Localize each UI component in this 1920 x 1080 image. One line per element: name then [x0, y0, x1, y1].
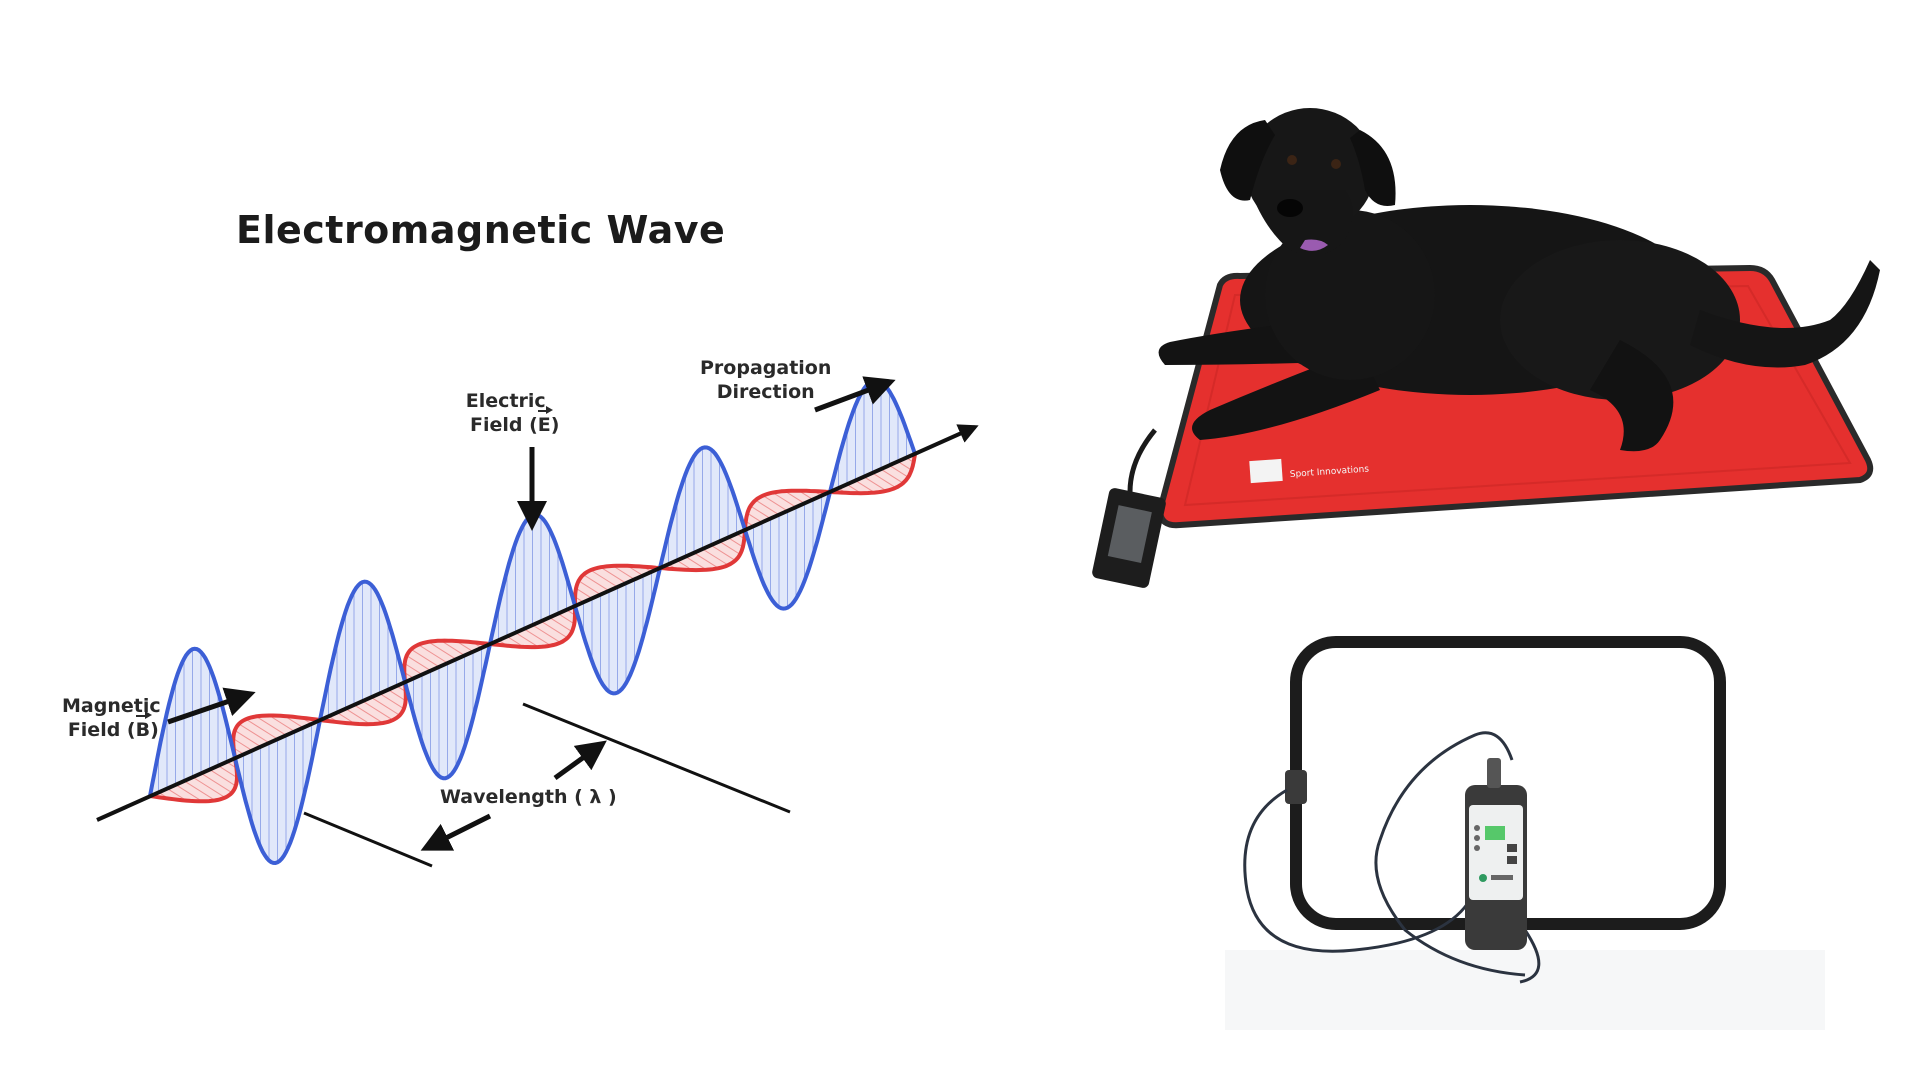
magnetic-group-hatch — [762, 495, 788, 512]
electric-label-line1: Electric — [465, 390, 546, 412]
wavelength-bracket-lower — [303, 811, 433, 868]
magnetic-group-hatch — [575, 587, 593, 599]
propagation-label-line1: Propagation — [700, 357, 832, 379]
magnetic-group-hatch — [755, 499, 780, 516]
magnetic-group-hatch — [772, 492, 797, 508]
black-labrador-dog — [1158, 108, 1880, 452]
magnetic-group-hatch — [370, 696, 401, 716]
magnetic-group-hatch — [600, 566, 627, 584]
magnetic-group-hatch — [612, 565, 635, 580]
magnetic-group-hatch — [549, 616, 573, 632]
magnetic-group-hatch — [710, 544, 736, 561]
magnetic-group-hatch — [750, 505, 771, 520]
magnetic-group-hatch — [693, 552, 719, 569]
magnetic-group-hatch — [238, 723, 270, 744]
wave-drawing — [96, 376, 979, 868]
pemf-loop-illustration — [1225, 636, 1825, 1030]
magnetic-group-hatch — [784, 490, 805, 504]
magnetic-group-outline — [149, 453, 917, 804]
wavelength-label: Wavelength ( λ ) — [440, 786, 617, 808]
magnetic-group-hatch — [440, 640, 465, 656]
magnetic-group-hatch — [200, 772, 233, 794]
propagation-direction-label: Propagation Direction — [700, 356, 831, 404]
electromagnetic-wave-diagram: Electromagnetic Wave Propagation Directi… — [62, 208, 979, 868]
magnetic-group-hatch — [702, 548, 729, 566]
dog-on-mat-photo: Sport Innovations — [1060, 80, 1920, 640]
magnetic-group-hatch — [719, 540, 741, 555]
dog-on-mat-illustration: Sport Innovations — [1092, 108, 1880, 588]
magnetic-group-hatch — [268, 715, 295, 732]
magnetic-group-hatch — [410, 648, 440, 668]
magnetic-group-hatch — [590, 569, 618, 588]
propagation-axis — [96, 424, 979, 822]
brand-logo-icon — [1249, 458, 1283, 484]
magnetic-group-hatch — [418, 644, 448, 664]
propagation-arrow — [814, 376, 896, 413]
controller-label-panel — [1469, 805, 1523, 900]
diagram-title: Electromagnetic Wave — [236, 208, 726, 252]
magnetic-group-hatch — [353, 704, 384, 724]
magnetic-label-line1: Magnetic — [62, 695, 161, 717]
magnetic-group-hatch — [209, 768, 237, 787]
loop-cable — [1243, 788, 1477, 953]
controller-screen — [1485, 826, 1505, 840]
dog-nose — [1277, 199, 1303, 217]
magnetic-group-hatch — [855, 480, 875, 494]
magnetic-group-hatch — [428, 641, 457, 660]
magnetic-group-hatch — [175, 784, 203, 802]
magnetic-group-hatch — [532, 624, 561, 644]
magnetic-group-hatch — [362, 700, 394, 721]
magnetic-group-hatch — [515, 632, 539, 648]
magnetic-group-hatch — [863, 476, 887, 492]
magnetic-group-hatch — [255, 716, 287, 736]
wavelength-arrow-left — [420, 813, 492, 851]
magnetic-vector-symbol: B — [135, 711, 153, 741]
electric-group-fill — [150, 380, 915, 863]
magnetic-group-hatch — [234, 730, 261, 748]
magnetic-group-hatch — [217, 765, 238, 778]
electric-vector-symbol: E — [537, 406, 553, 436]
magnetic-label-line2: Field (B) — [67, 711, 159, 741]
magnetic-group-hatch — [880, 468, 904, 484]
magnetic-group-hatch — [889, 464, 909, 478]
magnetic-group-hatch — [345, 708, 371, 725]
magnetic-group-hatch — [747, 512, 763, 523]
wavelength-arrow-right — [553, 740, 607, 781]
magnetic-field-label: Magnetic Field (B) — [62, 694, 161, 742]
magnetic-group-hatch — [183, 780, 216, 801]
propagation-label-line2: Direction — [716, 381, 815, 403]
magnetic-group-hatch — [192, 776, 226, 798]
magnetic-group-hatch — [387, 689, 406, 702]
magnetic-group-hatch — [523, 628, 552, 647]
magnetic-group-hatch — [379, 692, 405, 710]
magnetic-group-hatch — [406, 655, 431, 672]
magnetic-group-hatch — [540, 620, 568, 639]
magnetic-group-hatch — [233, 738, 253, 751]
electric-field-label: Electric Field (E) — [452, 389, 560, 437]
magnetic-group-hatch — [727, 537, 744, 548]
wavelength-bracket-upper — [522, 702, 791, 814]
electric-label-line2: Field (E) — [470, 406, 560, 436]
magnetic-group-hatch — [872, 472, 897, 489]
pemf-loop-device-photo — [1225, 630, 1825, 1030]
magnetic-group-hatch — [685, 556, 707, 571]
magnetic-group-hatch — [557, 613, 575, 625]
magnetic-group-hatch — [583, 574, 610, 592]
magnetic-group-hatch — [578, 580, 601, 596]
magnetic-field-arrow — [167, 687, 256, 725]
magnetic-group-hatch — [245, 718, 278, 740]
magnetic-group-hatch — [897, 461, 912, 471]
magnetic-group-hatch — [404, 663, 423, 675]
